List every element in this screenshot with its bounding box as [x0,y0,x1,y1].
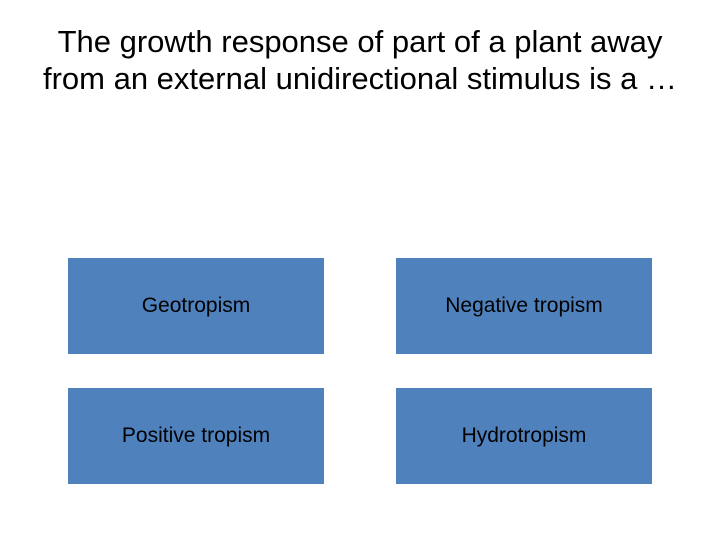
answer-option-positive-tropism[interactable]: Positive tropism [68,388,324,484]
answer-options: Geotropism Negative tropism Positive tro… [68,258,652,484]
answer-option-geotropism[interactable]: Geotropism [68,258,324,354]
answer-row-1: Geotropism Negative tropism [68,258,652,354]
answer-row-2: Positive tropism Hydrotropism [68,388,652,484]
answer-option-negative-tropism[interactable]: Negative tropism [396,258,652,354]
question-text: The growth response of part of a plant a… [42,24,678,96]
answer-option-hydrotropism[interactable]: Hydrotropism [396,388,652,484]
